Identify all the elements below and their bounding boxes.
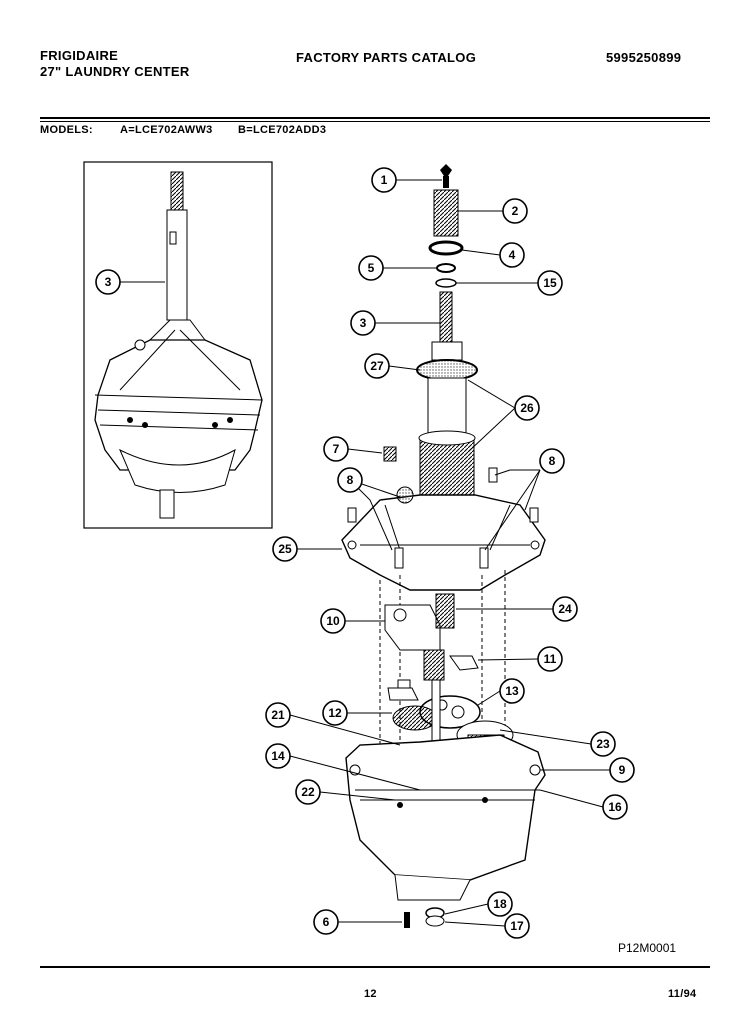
model-a: A=LCE702AWW3 (120, 124, 213, 136)
callout-21: 21 (271, 708, 285, 722)
footer-rule (40, 966, 710, 968)
models-label: MODELS: (40, 124, 93, 136)
callout-24: 24 (558, 602, 572, 616)
diagram-code: P12M0001 (618, 941, 677, 955)
header-rule-top (40, 117, 710, 119)
callout-16: 16 (608, 800, 622, 814)
leader-lines (120, 179, 610, 927)
callout-11: 11 (544, 652, 557, 666)
callout-25: 25 (278, 542, 292, 556)
callout-1: 1 (381, 173, 388, 187)
callout-8-left: 8 (347, 473, 354, 487)
catalog-title: FACTORY PARTS CATALOG (296, 50, 477, 65)
inset-assembly-view (83, 161, 273, 529)
callout-10: 10 (326, 614, 340, 628)
callout-circles (95, 167, 635, 939)
callout-23: 23 (596, 737, 610, 751)
callout-9: 9 (619, 763, 626, 777)
callout-15: 15 (543, 276, 557, 290)
catalog-number: 5995250899 (606, 50, 682, 65)
callout-7: 7 (333, 442, 340, 456)
callout-17: 17 (510, 919, 524, 933)
product-name: 27" LAUNDRY CENTER (40, 64, 190, 79)
lower-gearcase (345, 734, 546, 928)
footer-date: 11/94 (668, 988, 697, 1000)
callout-12: 12 (328, 706, 342, 720)
callout-27: 27 (370, 359, 384, 373)
callout-26: 26 (520, 401, 534, 415)
callout-4: 4 (509, 248, 516, 262)
header-rule-bottom (40, 121, 710, 122)
upper-housing (341, 446, 546, 591)
callout-6: 6 (323, 915, 330, 929)
model-b: B=LCE702ADD3 (238, 124, 327, 136)
callout-22: 22 (301, 785, 315, 799)
callout-2: 2 (512, 204, 519, 218)
callout-13: 13 (505, 684, 519, 698)
callout-inset-3: 3 (105, 275, 112, 289)
callout-8-right: 8 (549, 454, 556, 468)
shaft-parts (416, 164, 478, 499)
callout-5: 5 (368, 261, 375, 275)
page-number: 12 (364, 988, 377, 1000)
callout-18: 18 (493, 897, 507, 911)
callout-3: 3 (360, 316, 367, 330)
callout-14: 14 (271, 749, 285, 763)
brand-name: FRIGIDAIRE (40, 48, 119, 63)
